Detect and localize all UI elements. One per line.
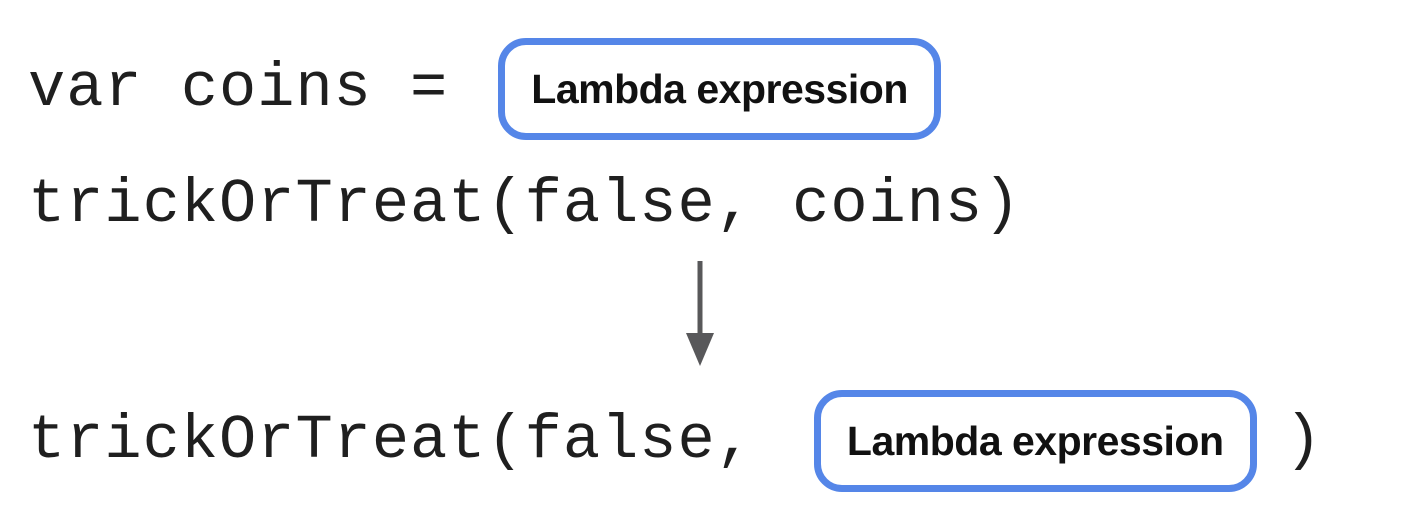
- function-call-code-text: trickOrTreat(false, coins): [28, 169, 1022, 240]
- substituted-call-code-before: trickOrTreat(false,: [28, 405, 754, 476]
- substituted-call-line: trickOrTreat(false, Lambda expression ): [28, 389, 1323, 493]
- down-arrow-icon: [686, 261, 714, 366]
- function-call-line: trickOrTreat(false, coins): [28, 155, 1021, 255]
- lambda-expression-label-bottom: Lambda expression: [846, 417, 1224, 464]
- assignment-code-text: var coins =: [28, 53, 449, 124]
- assignment-line: var coins = Lambda expression: [28, 37, 941, 141]
- lambda-expression-box-bottom: Lambda expression: [813, 390, 1257, 492]
- lambda-expression-label-top: Lambda expression: [531, 65, 908, 112]
- lambda-expression-box-top: Lambda expression: [498, 38, 941, 140]
- substitution-arrow: [684, 261, 716, 367]
- substituted-call-code-after: ): [1284, 405, 1323, 476]
